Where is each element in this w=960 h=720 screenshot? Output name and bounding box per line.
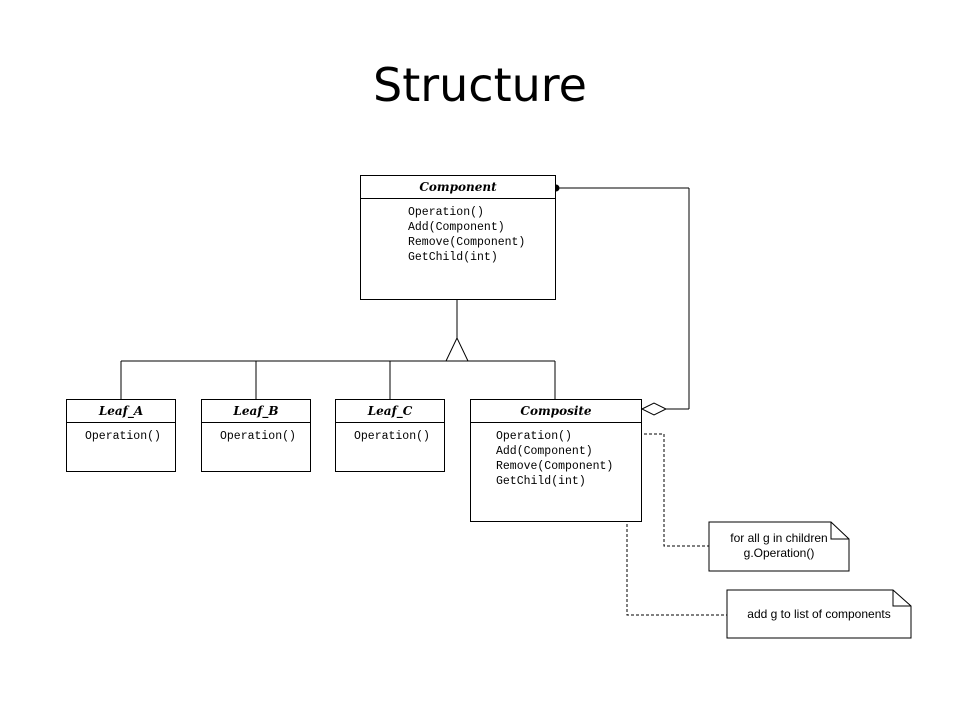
note-add-text: add g to list of components [747,607,891,621]
note-operation: for all g in children g.Operation() [709,531,849,561]
leaf-a-class: Leaf_A Operation() [66,399,176,472]
component-op-add: Add(Component) [408,221,505,234]
component-class: Component Operation() Add(Component) Rem… [360,175,556,300]
note-add-shape [726,589,912,639]
aggregation-diamond [640,402,668,416]
leaf-b-class: Leaf_B Operation() [201,399,311,472]
composite-op-remove: Remove(Component) [496,460,614,473]
leaf-c-op-operation: Operation() [354,430,430,443]
leaf-c-class: Leaf_C Operation() [335,399,445,472]
leaf-a-op-operation: Operation() [85,430,161,443]
component-op-remove: Remove(Component) [408,236,526,249]
note-operation-line2: g.Operation() [743,546,815,560]
component-op-getchild: GetChild(int) [408,251,498,264]
composite-class: Composite Operation() Add(Component) Rem… [470,399,642,522]
note-add: add g to list of components [727,607,911,622]
composite-op-getchild: GetChild(int) [496,475,586,488]
leaf-a-class-name: Leaf_A [67,400,175,423]
leaf-b-op-operation: Operation() [220,430,296,443]
component-class-name: Component [361,176,555,199]
note-operation-line1: for all g in children [730,531,828,545]
composite-op-operation: Operation() [496,430,572,443]
inheritance-triangle [445,336,469,362]
slide-title: Structure [373,58,587,112]
component-op-operation: Operation() [408,206,484,219]
leaf-c-class-name: Leaf_C [336,400,444,423]
composite-op-add: Add(Component) [496,445,593,458]
note-operation-shape [708,521,850,572]
component-operations: Operation() Add(Component) Remove(Compon… [361,199,555,265]
composite-class-name: Composite [471,400,641,423]
leaf-b-class-name: Leaf_B [202,400,310,423]
